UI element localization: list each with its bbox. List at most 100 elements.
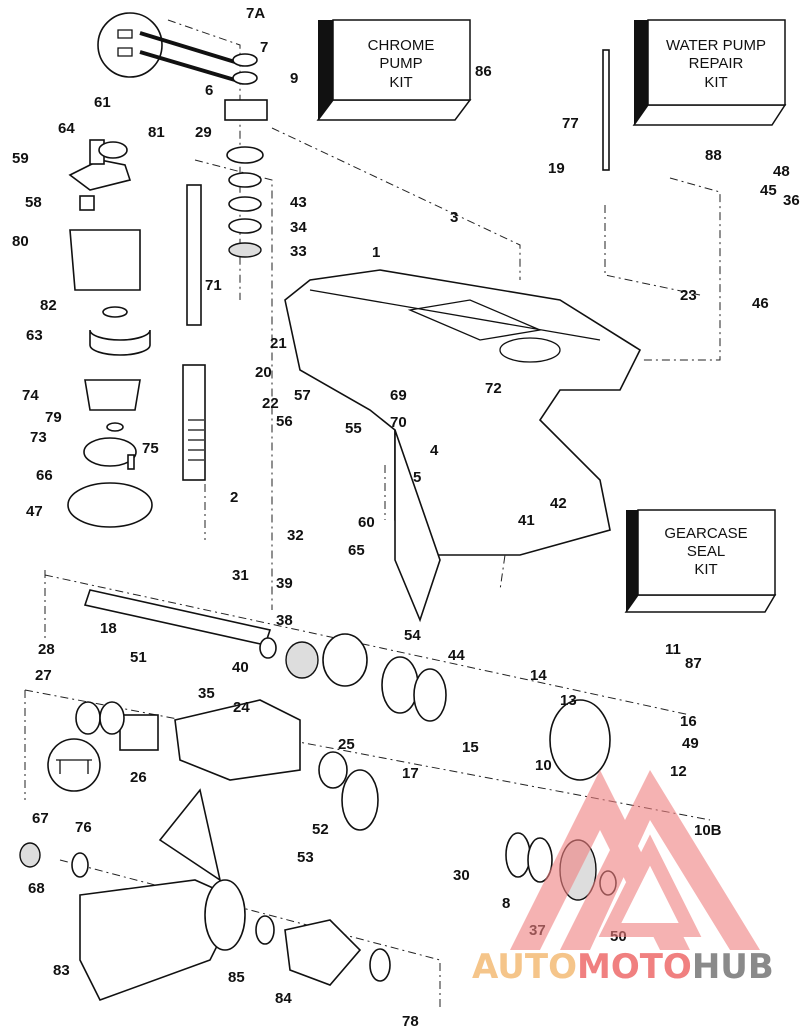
part-label-69: 69: [390, 387, 407, 404]
part-label-38: 38: [276, 612, 293, 629]
kit-gearcase-line-3: KIT: [694, 561, 717, 578]
part-label-60: 60: [358, 514, 375, 531]
part-label-36: 36: [783, 192, 800, 209]
propeller: [79, 788, 391, 1001]
part-label-17: 17: [402, 765, 419, 782]
part-label-39: 39: [276, 575, 293, 592]
part-label-87: 87: [685, 655, 702, 672]
part-label-19: 19: [548, 160, 565, 177]
part-label-76: 76: [75, 819, 92, 836]
part-label-10b: 10B: [694, 822, 722, 839]
part-label-7: 7: [260, 39, 268, 56]
part-label-84: 84: [275, 990, 292, 1007]
part-label-3: 3: [450, 209, 458, 226]
svg-text:AUTOMOTOHUB: AUTOMOTOHUB: [472, 947, 774, 987]
part-label-42: 42: [550, 495, 567, 512]
part-label-75: 75: [142, 440, 159, 457]
kit-chrome-line-1: CHROME: [368, 37, 435, 54]
part-label-67: 67: [32, 810, 49, 827]
part-label-68: 68: [28, 880, 45, 897]
watermark-moto: MOTO: [577, 947, 692, 987]
part-label-28: 28: [38, 641, 55, 658]
water-pump-parts: [67, 139, 153, 528]
part-label-11: 11: [665, 641, 681, 658]
part-label-52: 52: [312, 821, 329, 838]
part-label-64: 64: [58, 120, 75, 137]
part-label-46: 46: [752, 295, 769, 312]
part-label-77: 77: [562, 115, 579, 132]
part-label-44: 44: [448, 647, 465, 664]
part-label-33: 33: [290, 243, 307, 260]
part-label-74: 74: [22, 387, 39, 404]
kit-box-water-pump: [632, 19, 787, 126]
part-label-65: 65: [348, 542, 365, 559]
part-label-80: 80: [12, 233, 29, 250]
part-label-13: 13: [560, 692, 577, 709]
part-label-45: 45: [760, 182, 777, 199]
part-label-23: 23: [680, 287, 697, 304]
kit-gearcase-line-1: GEARCASE: [664, 525, 747, 542]
part-label-18: 18: [100, 620, 117, 637]
part-label-5: 5: [413, 469, 421, 486]
part-label-2: 2: [230, 489, 238, 506]
part-label-72: 72: [485, 380, 502, 397]
part-label-30: 30: [453, 867, 470, 884]
part-label-61: 61: [94, 94, 111, 111]
assembly-guide-lines: [24, 19, 721, 1010]
part-label-49: 49: [682, 735, 699, 752]
watermark-logo-icon: [510, 770, 760, 950]
part-label-21: 21: [270, 335, 287, 352]
part-label-9: 9: [290, 70, 298, 87]
part-label-14: 14: [530, 667, 547, 684]
part-label-24: 24: [233, 699, 250, 716]
part-label-59: 59: [12, 150, 29, 167]
part-label-12: 12: [670, 763, 687, 780]
part-label-66: 66: [36, 467, 53, 484]
part-label-79: 79: [45, 409, 62, 426]
kit-box-gearcase-seal: [624, 509, 777, 613]
part-label-31: 31: [232, 567, 249, 584]
part-label-6: 6: [205, 82, 213, 99]
part-label-29: 29: [195, 124, 212, 141]
part-label-40: 40: [232, 659, 249, 676]
part-label-1: 1: [372, 244, 380, 261]
part-label-43: 43: [290, 194, 307, 211]
kit-gearcase-line-2: SEAL: [687, 543, 725, 560]
part-label-7a: 7A: [246, 5, 265, 22]
part-label-41: 41: [518, 512, 535, 529]
part-label-26: 26: [130, 769, 147, 786]
part-label-86: 86: [475, 63, 492, 80]
part-label-82: 82: [40, 297, 57, 314]
kit-box-chrome-pump: [316, 19, 472, 121]
part-label-85: 85: [228, 969, 245, 986]
part-label-56: 56: [276, 413, 293, 430]
part-label-54: 54: [404, 627, 421, 644]
part-label-35: 35: [198, 685, 215, 702]
part-label-55: 55: [345, 420, 362, 437]
part-label-32: 32: [287, 527, 304, 544]
part-label-81: 81: [148, 124, 165, 141]
propeller-shaft-assembly: [19, 589, 617, 901]
part-label-51: 51: [130, 649, 147, 666]
part-label-57: 57: [294, 387, 311, 404]
part-label-10: 10: [535, 757, 552, 774]
part-label-70: 70: [390, 414, 407, 431]
bearing-detail-inset: [47, 738, 101, 792]
washers-stack: [224, 53, 268, 258]
part-label-83: 83: [53, 962, 70, 979]
part-label-58: 58: [25, 194, 42, 211]
kit-chrome-line-3: KIT: [389, 74, 412, 91]
part-label-4: 4: [430, 442, 439, 459]
part-label-48: 48: [773, 163, 790, 180]
part-label-16: 16: [680, 713, 697, 730]
part-label-20: 20: [255, 364, 272, 381]
part-label-25: 25: [338, 736, 355, 753]
kit-water-line-3: KIT: [704, 74, 727, 91]
drive-shaft: [182, 49, 610, 481]
part-label-8: 8: [502, 895, 510, 912]
seal-detail-inset: [97, 12, 236, 82]
part-label-73: 73: [30, 429, 47, 446]
